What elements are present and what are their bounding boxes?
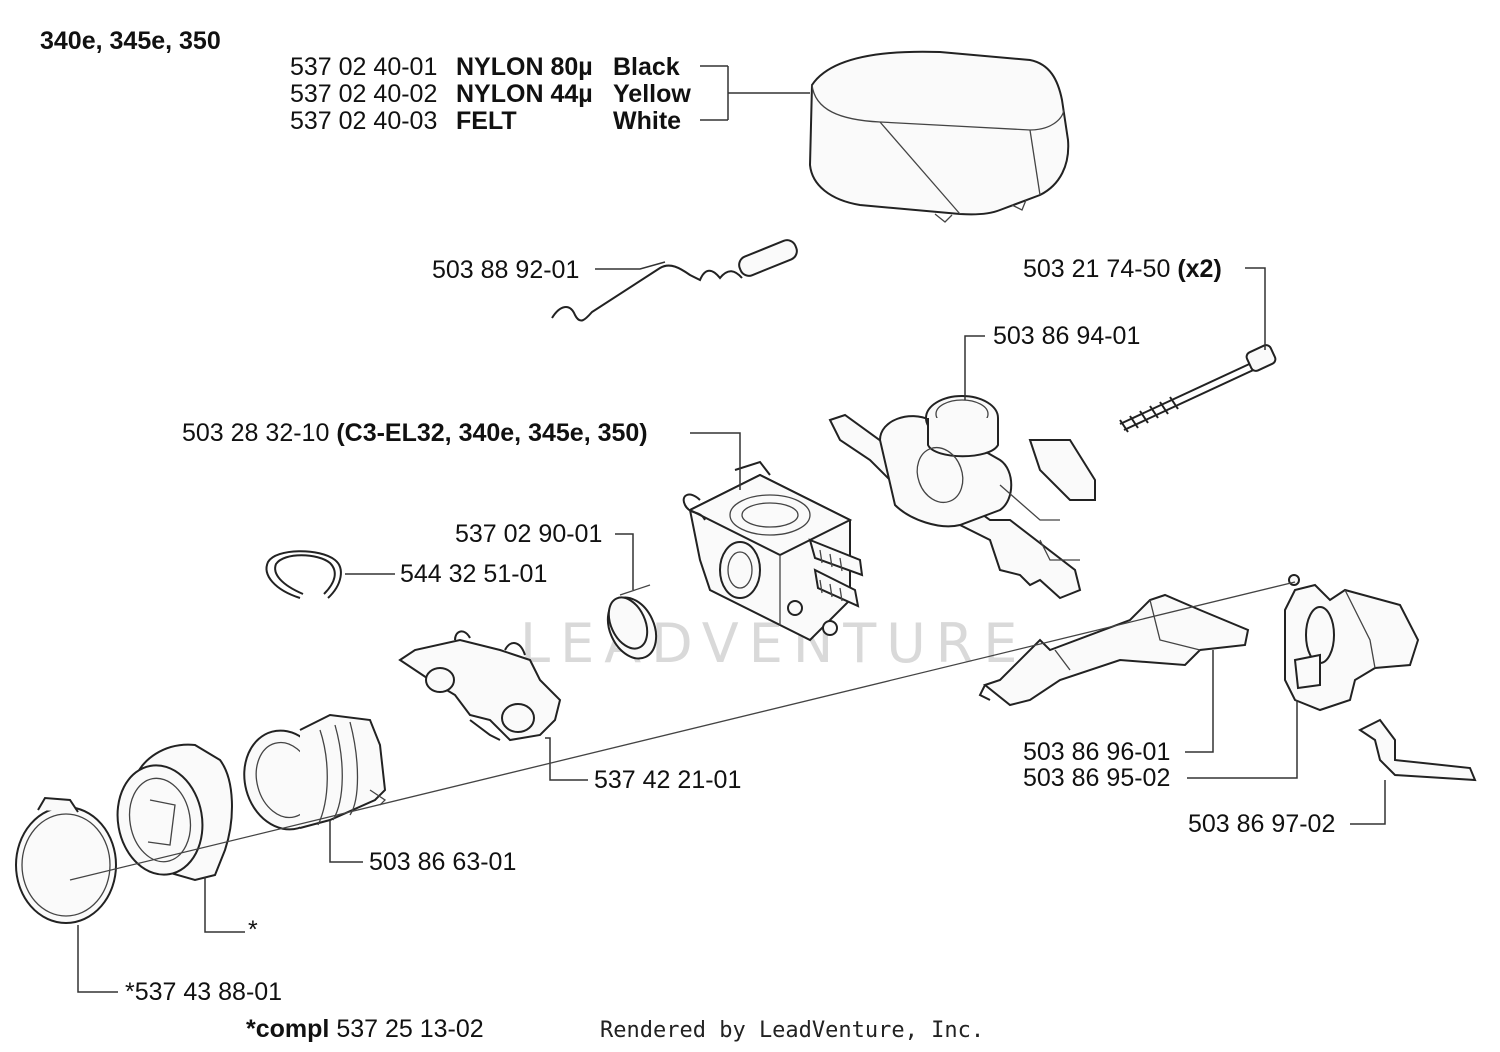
filter-color: Yellow <box>613 80 691 108</box>
spring-drawing <box>1358 718 1477 782</box>
flange-drawing <box>116 743 233 882</box>
callout-carb-models: (C3-EL32, 340e, 345e, 350) <box>336 419 648 447</box>
carb-holder-drawing <box>828 395 1096 600</box>
callout-star: * <box>248 916 258 944</box>
callout-lever: 503 86 96-01 <box>1023 738 1171 766</box>
rubber-boot-drawing <box>243 713 387 831</box>
callout-clamp-plate: 537 42 21-01 <box>594 766 742 794</box>
filter-part-no: 537 02 40-02 <box>290 80 438 108</box>
filter-option-row: 537 02 40-01 <box>290 53 437 81</box>
assembly-axis-line <box>69 581 1296 881</box>
watermark: LEADVENTURE <box>520 612 1028 675</box>
compl-prefix: *compl <box>246 1015 330 1043</box>
callout-shutter: 503 86 95-02 <box>1023 764 1171 792</box>
filter-color: Black <box>613 53 680 81</box>
compl-no: 537 25 13-02 <box>336 1015 484 1043</box>
carburetor-drawing <box>682 460 864 642</box>
callout-rubber-boot: 503 86 63-01 <box>369 848 517 876</box>
render-credit: Rendered by LeadVenture, Inc. <box>600 1018 985 1043</box>
bolt-drawing <box>1119 344 1277 433</box>
filter-part-no: 537 02 40-01 <box>290 53 438 81</box>
shutter-drawing <box>1284 574 1420 712</box>
callout-lock-ring: 544 32 51-01 <box>400 560 548 588</box>
model-heading: 340e, 345e, 350 <box>40 27 221 55</box>
callout-rod: 503 88 92-01 <box>432 256 580 284</box>
hose-clamp-drawing <box>15 796 117 924</box>
filter-material: FELT <box>456 107 517 135</box>
filter-material: NYLON 44µ <box>456 80 593 108</box>
filter-material: NYLON 80µ <box>456 53 593 81</box>
lock-ring-drawing <box>265 550 342 599</box>
callout-hose-clamp: *537 43 88-01 <box>125 978 283 1006</box>
filter-option-row: 537 02 40-02 <box>290 80 437 108</box>
compl-note: *compl 537 25 13-02 <box>246 1015 484 1043</box>
callout-bolt: 503 21 74-50 (x2) <box>1023 255 1222 283</box>
choke-rod-drawing <box>551 239 798 322</box>
callout-bolt-no: 503 21 74-50 <box>1023 255 1171 283</box>
callout-bolt-qty: (x2) <box>1177 255 1222 283</box>
lever-drawing <box>978 593 1250 707</box>
spacer-drawing <box>606 584 658 660</box>
filter-color: White <box>613 107 682 135</box>
filter-part-no: 537 02 40-03 <box>290 107 438 135</box>
callout-carb-no: 503 28 32-10 <box>182 419 330 447</box>
callout-carb: 503 28 32-10 (C3-EL32, 340e, 345e, 350) <box>182 419 648 447</box>
callout-holder: 503 86 94-01 <box>993 322 1141 350</box>
clamp-plate-drawing <box>398 630 562 742</box>
filter-option-row: 537 02 40-03 <box>290 107 437 135</box>
callout-spring: 503 86 97-02 <box>1188 810 1336 838</box>
air-filter-drawing <box>808 50 1070 223</box>
callout-spacer: 537 02 90-01 <box>455 520 603 548</box>
